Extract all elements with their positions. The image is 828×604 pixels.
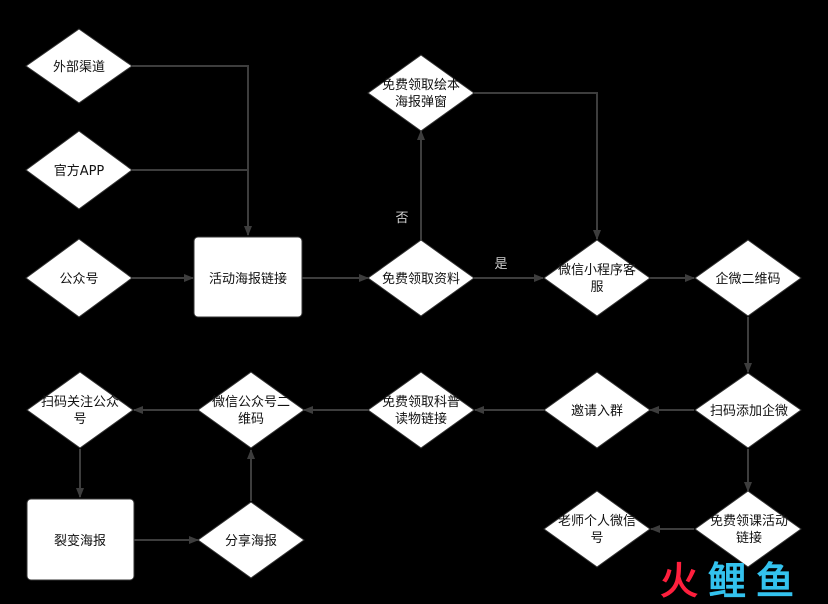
watermark-char-3: 鱼: [756, 559, 794, 603]
node-official-account-label: 公众号: [59, 272, 98, 287]
node-official-app-label: 官方APP: [54, 163, 105, 179]
node-poster-link: 活动海报链接: [193, 236, 303, 318]
node-book-popup-label-line1: 免费领取绘本: [382, 78, 460, 93]
node-mini-program-label-line1: 微信小程序客: [558, 262, 636, 278]
node-official-app: 官方APP: [25, 130, 133, 210]
node-free-course-label-line2: 链接: [736, 530, 762, 546]
node-scan-follow-label-line1: 扫码关注公众: [41, 395, 119, 410]
node-scan-wecom-label: 扫码添加企微: [710, 403, 788, 419]
node-teacher-wechat-label-line2: 号: [590, 531, 603, 546]
node-mini-program-label-line2: 服: [590, 280, 603, 295]
node-poster-link-label: 活动海报链接: [209, 271, 287, 287]
node-book-popup: 免费领取绘本 海报弹窗: [367, 54, 475, 132]
node-book-popup-label-line2: 海报弹窗: [395, 94, 447, 110]
node-wx-oa-qr-label-line2: 维码: [238, 412, 264, 427]
node-scan-follow-label-line2: 号: [73, 412, 86, 427]
node-scan-wecom: 扫码添加企微: [694, 372, 802, 449]
node-wecom-qr: 企微二维码: [694, 239, 802, 317]
node-mini-program: 微信小程序客 服: [543, 239, 651, 317]
node-science-book-label-line1: 免费领取科普: [382, 395, 460, 410]
watermark-char-2: 鲤: [708, 559, 746, 603]
node-wx-oa-qr: 微信公众号二 维码: [197, 371, 305, 449]
node-wecom-qr-label: 企微二维码: [715, 271, 780, 287]
node-invite-group-label: 邀请入群: [571, 404, 623, 419]
node-fission-poster-label: 裂变海报: [54, 533, 106, 549]
node-wx-oa-qr-label-line1: 微信公众号二: [212, 395, 290, 410]
node-official-account: 公众号: [25, 238, 133, 318]
edge-external-to-poster-link: [132, 65, 252, 236]
edge-book-popup-to-mini-program: [474, 92, 601, 240]
node-free-material-label: 免费领取资料: [382, 272, 460, 287]
edge-label-no: 否: [395, 211, 408, 226]
node-science-book-label-line2: 读物链接: [395, 411, 447, 427]
node-external-channel: 外部渠道: [25, 28, 133, 104]
node-fission-poster: 裂变海报: [26, 498, 135, 581]
watermark-char-1: 火: [660, 559, 698, 603]
node-science-book: 免费领取科普 读物链接: [367, 371, 475, 449]
edge-label-yes: 是: [494, 257, 507, 272]
node-free-course: 免费领课活动 链接: [694, 490, 802, 568]
node-teacher-wechat: 老师个人微信 号: [543, 490, 651, 568]
node-free-course-label-line1: 免费领课活动: [710, 514, 788, 529]
watermark-logo: 火 鲤 鱼: [660, 559, 794, 603]
node-share-poster: 分享海报: [197, 501, 305, 579]
node-scan-follow: 扫码关注公众 号: [26, 371, 134, 449]
node-external-channel-label: 外部渠道: [53, 60, 105, 75]
node-share-poster-label: 分享海报: [225, 533, 277, 549]
node-teacher-wechat-label-line1: 老师个人微信: [558, 514, 636, 529]
node-free-material: 免费领取资料: [367, 239, 475, 317]
node-invite-group: 邀请入群: [543, 371, 651, 449]
